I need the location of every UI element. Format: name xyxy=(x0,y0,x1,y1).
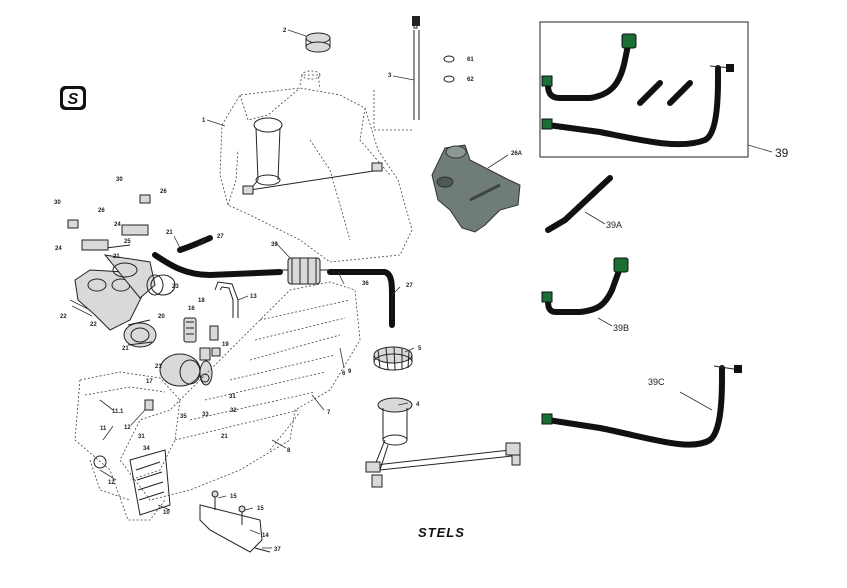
callout: 39 xyxy=(775,146,789,160)
leader-lines xyxy=(99,119,415,549)
leader-39A xyxy=(584,211,606,225)
brand-wordmark-text: STELS xyxy=(418,525,465,540)
vent-tube xyxy=(373,16,420,131)
brand-wordmark: STELS xyxy=(418,525,465,540)
callout: 10 xyxy=(163,510,170,516)
callout: 3 xyxy=(388,73,392,79)
clips xyxy=(443,55,455,83)
fuel-hose-short xyxy=(177,235,213,253)
callout: 26 xyxy=(160,189,167,195)
fuel-filter xyxy=(280,257,330,285)
callout: 11 xyxy=(100,426,107,432)
callout: 37 xyxy=(274,547,281,553)
fuel-hose-left xyxy=(152,252,283,278)
callout: 22 xyxy=(90,322,97,328)
callout: 36 xyxy=(362,281,369,287)
fuel-pump-lock-ring xyxy=(373,346,413,371)
callout: 25 xyxy=(124,239,131,245)
brand-logo-letter: S xyxy=(68,91,79,108)
callout: 27 xyxy=(406,283,413,289)
callout: 35 xyxy=(180,414,187,420)
callout: 23 xyxy=(172,284,179,290)
engine-frame xyxy=(74,274,361,553)
callout: 6 xyxy=(342,371,346,377)
callout: 2 xyxy=(283,28,287,34)
callout: 34 xyxy=(143,446,150,452)
callout-labels: 1 2 3 4 5 6 7 8 9 10 11 11.1 12 12 13 14… xyxy=(54,28,789,553)
callout: 39C xyxy=(648,377,665,387)
hose-39C xyxy=(541,365,742,448)
callout: 61 xyxy=(467,57,474,63)
pump-cap-26A xyxy=(431,144,521,233)
callout: 1 xyxy=(202,118,206,124)
callout: 9 xyxy=(348,369,352,375)
callout: 16 xyxy=(188,306,195,312)
callout: 62 xyxy=(467,77,474,83)
callout: 15 xyxy=(257,506,264,512)
callout: 39B xyxy=(613,323,629,333)
callout: 26 xyxy=(98,208,105,214)
brand-logo: S xyxy=(60,86,86,110)
callout: 27 xyxy=(217,234,224,240)
callout: 30 xyxy=(116,177,123,183)
callout: 33 xyxy=(202,412,209,418)
hose-set-box xyxy=(539,21,773,158)
callout: 31 xyxy=(229,394,236,400)
small-components xyxy=(183,317,221,383)
callout: 17 xyxy=(146,379,153,385)
callout: 39 xyxy=(271,242,278,248)
callout: 39A xyxy=(606,220,622,230)
callout: 20 xyxy=(158,314,165,320)
callout: 12 xyxy=(108,480,115,486)
callout: 21 xyxy=(166,230,173,236)
callout: 5 xyxy=(418,346,422,352)
tank-cap xyxy=(287,29,331,53)
hose-39B xyxy=(541,257,629,327)
callout: 19 xyxy=(222,342,229,348)
callout: 21 xyxy=(155,364,162,370)
fuel-pump-unit xyxy=(365,397,521,488)
fuel-hose-right xyxy=(327,269,395,328)
callout: 8 xyxy=(287,448,291,454)
intake-manifold xyxy=(67,194,164,331)
breather-tube-inner xyxy=(219,286,234,318)
callout: 22 xyxy=(60,314,67,320)
callout: 11.1 xyxy=(112,409,124,415)
callout: 31 xyxy=(138,434,145,440)
throttle-boots xyxy=(123,319,213,387)
callout: 26A xyxy=(511,151,523,157)
callout: 24 xyxy=(55,246,62,252)
callout: 24 xyxy=(114,222,121,228)
callout: 18 xyxy=(198,298,205,304)
hose-39A xyxy=(545,175,613,233)
callout: 7 xyxy=(327,410,331,416)
callout: 21 xyxy=(221,434,228,440)
callout: 21 xyxy=(122,346,129,352)
callout: 4 xyxy=(416,402,420,408)
callout: 12 xyxy=(124,425,131,431)
callout: 21 xyxy=(113,254,120,260)
callout: 15 xyxy=(230,494,237,500)
callout: 13 xyxy=(250,294,257,300)
callout: 32 xyxy=(230,408,237,414)
fuel-tank xyxy=(219,70,413,263)
callout: 30 xyxy=(54,200,61,206)
callout: 14 xyxy=(262,533,269,539)
breather-tube xyxy=(214,281,239,318)
